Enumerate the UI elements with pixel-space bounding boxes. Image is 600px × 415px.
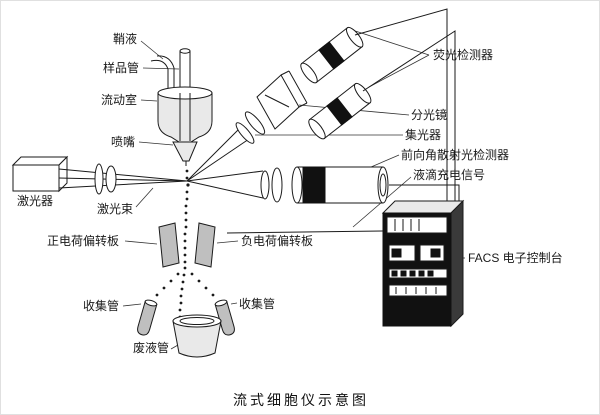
nozzle (172, 141, 198, 166)
laser-lens-pair (94, 163, 117, 195)
label-laser-beam: 激光束 (97, 202, 134, 216)
fluorescence-detector-2 (308, 82, 372, 140)
label-light-collector: 集光器 (405, 128, 442, 142)
beam-splitter (256, 70, 308, 130)
label-sample-tube: 样品管 (103, 61, 140, 75)
label-positive-plate: 正电荷偏转板 (47, 234, 120, 248)
forward-scatter-detector (291, 166, 389, 204)
label-laser: 激光器 (17, 194, 54, 208)
label-facs-console: FACS 电子控制台 (468, 251, 563, 265)
forward-scatter-lens (260, 167, 283, 203)
waste-container (172, 314, 222, 358)
label-negative-plate: 负电荷偏转板 (241, 234, 314, 248)
diagram-title: 流式细胞仪示意图 (233, 392, 369, 408)
sheath-tube (150, 55, 175, 91)
facs-console (381, 199, 465, 328)
flow-cell (157, 86, 213, 143)
label-sheath-fluid: 鞘液 (113, 32, 138, 46)
fluorescence-detector-1 (300, 26, 364, 84)
collector-lens (235, 111, 266, 144)
label-nozzle: 喷嘴 (111, 135, 136, 149)
deflection-plate-positive (158, 222, 180, 268)
label-fluorescence-detector: 荧光检测器 (433, 48, 494, 62)
label-waste-tube: 废液管 (133, 341, 170, 355)
label-collection-tube-right: 收集管 (239, 297, 276, 311)
label-droplet-charge-signal: 液滴充电信号 (413, 168, 486, 182)
signal-wires (226, 8, 460, 234)
collection-tube-right (214, 299, 235, 336)
sample-tube (179, 48, 191, 91)
label-forward-scatter-detector: 前向角散射光检测器 (401, 148, 510, 162)
collection-tube-left (137, 299, 158, 336)
deflection-plate-negative (194, 222, 216, 268)
label-collection-tube-left: 收集管 (83, 299, 120, 313)
laser-box (11, 155, 69, 193)
laser-beam (58, 168, 188, 189)
label-flow-chamber: 流动室 (101, 93, 138, 107)
scatter-light-lines (186, 128, 264, 199)
label-beam-splitter: 分光镜 (411, 108, 448, 122)
